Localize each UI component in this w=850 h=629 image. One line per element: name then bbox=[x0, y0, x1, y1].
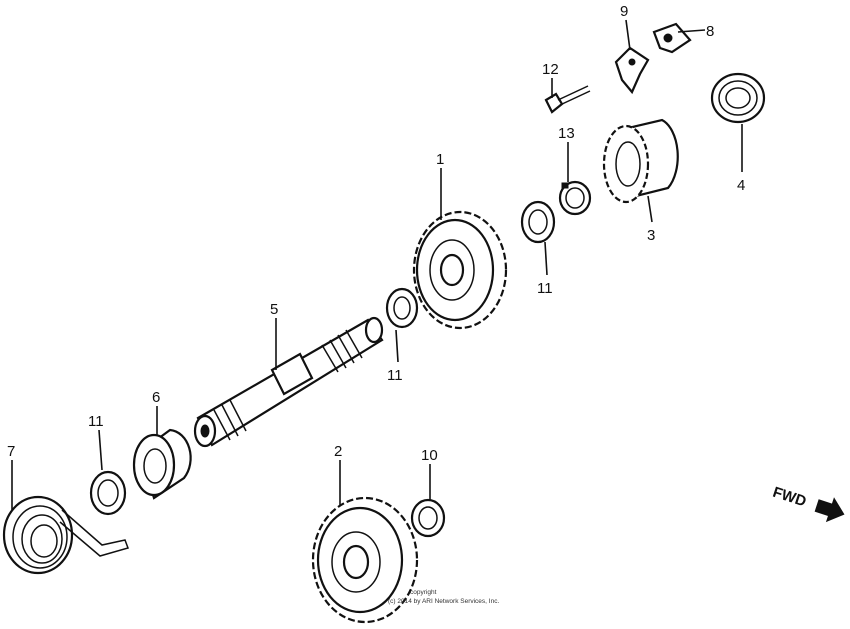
part-1-gear bbox=[412, 210, 508, 330]
callout-13: 13 bbox=[558, 125, 575, 142]
part-4-spring bbox=[710, 72, 766, 124]
callout-10: 10 bbox=[421, 447, 438, 464]
callout-11-middle: 11 bbox=[387, 367, 403, 384]
part-2-gear bbox=[311, 496, 419, 624]
fwd-indicator: FWD bbox=[771, 484, 845, 523]
leader-lines bbox=[11, 19, 743, 510]
callout-5: 5 bbox=[270, 301, 278, 318]
part-11-washer-left bbox=[89, 470, 127, 516]
copyright-watermark: copyright (c) 2014 by ARI Network Servic… bbox=[388, 589, 499, 605]
copyright-line-2: (c) 2014 by ARI Network Services, Inc. bbox=[388, 598, 499, 605]
callout-1: 1 bbox=[436, 151, 444, 168]
callout-2: 2 bbox=[334, 443, 342, 460]
callout-7: 7 bbox=[7, 443, 15, 460]
part-5-spindle bbox=[193, 316, 384, 448]
part-10-washer bbox=[410, 498, 446, 538]
callout-9: 9 bbox=[620, 3, 628, 20]
callout-4: 4 bbox=[737, 177, 745, 194]
callout-numbers: 1 2 3 4 5 6 7 8 9 10 11 11 11 12 13 bbox=[7, 3, 745, 464]
callout-3: 3 bbox=[647, 227, 655, 244]
part-7-spring bbox=[2, 495, 129, 575]
fwd-arrow-icon bbox=[814, 497, 845, 523]
part-11-washer-middle bbox=[385, 287, 419, 329]
part-3-ratchet bbox=[602, 118, 679, 204]
part-6-collar bbox=[132, 428, 192, 500]
callout-12: 12 bbox=[542, 61, 559, 78]
callout-11-right: 11 bbox=[537, 280, 553, 297]
callout-6: 6 bbox=[152, 389, 160, 406]
callout-8: 8 bbox=[706, 23, 714, 40]
part-13-circlip bbox=[558, 180, 592, 216]
fwd-label: FWD bbox=[771, 484, 809, 511]
part-8-plate bbox=[652, 22, 692, 54]
callout-11-left: 11 bbox=[88, 413, 104, 430]
part-9-guide bbox=[614, 46, 650, 95]
copyright-line-1: copyright bbox=[410, 589, 437, 596]
part-11-washer-right bbox=[520, 200, 556, 244]
